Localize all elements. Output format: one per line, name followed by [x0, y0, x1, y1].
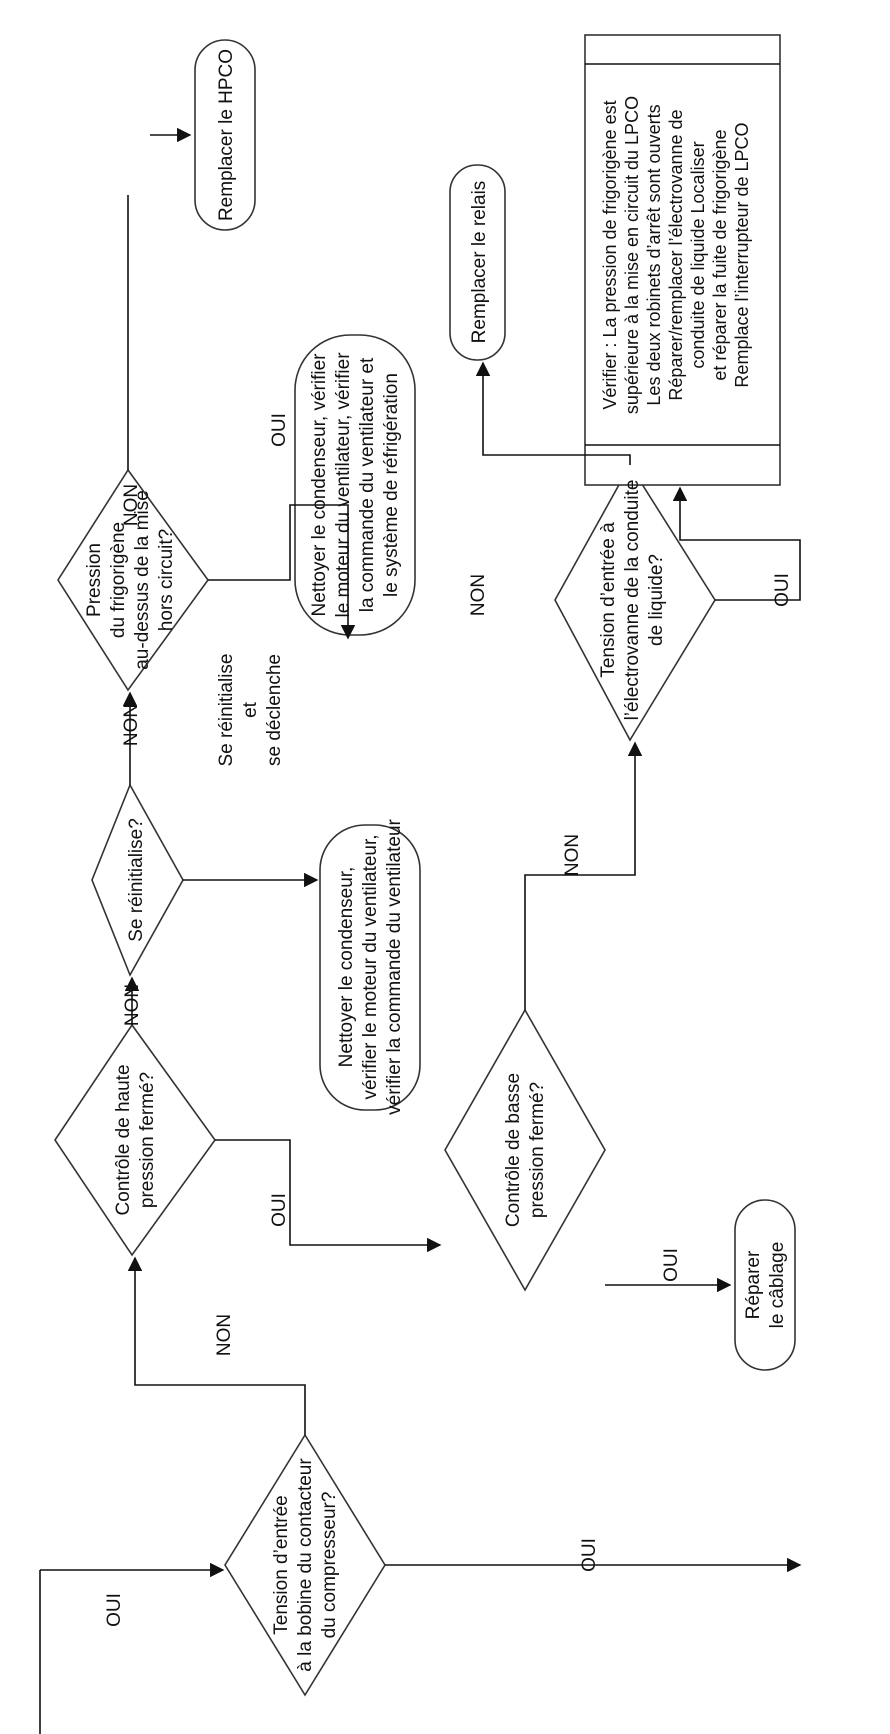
svg-text:et: et — [240, 701, 261, 718]
label-contactor-yes: OUI — [579, 1538, 600, 1572]
action-check-lpco — [584, 34, 781, 486]
svg-text:Se réinitialise: Se réinitialise — [216, 654, 237, 767]
svg-text:du frigorigène: du frigorigène — [108, 522, 129, 638]
decision-contactor-voltage — [224, 1433, 386, 1697]
solenoid-yes-to-lpco — [672, 486, 801, 601]
label-low-no: NON — [562, 834, 583, 876]
svg-text:à la bobine du contacteur: à la bobine du contacteur — [295, 1458, 316, 1672]
decision-refrigerant-pressure — [57, 468, 209, 692]
svg-text:vérifier la commande du ventil: vérifier la commande du ventilateur — [384, 818, 405, 1114]
svg-text:Tension d’entrée: Tension d’entrée — [271, 1495, 292, 1634]
svg-text:vérifier le moteur du ventilat: vérifier le moteur du ventilateur, — [360, 834, 381, 1099]
svg-text:du compresseur?: du compresseur? — [319, 1492, 340, 1639]
action-replace-hpco — [194, 39, 256, 231]
solenoid-no-to-relay — [475, 361, 631, 465]
svg-text:Les deux robinets d’arrêt sont: Les deux robinets d’arrêt sont ouverts — [644, 104, 664, 405]
svg-text:Se réinitialise?: Se réinitialise? — [126, 818, 147, 942]
text-solenoid: Tension d’entrée à l’électrovanne de la … — [598, 480, 667, 721]
label-high-yes: OUI — [269, 1193, 290, 1227]
svg-text:Contrôle de haute: Contrôle de haute — [113, 1064, 134, 1215]
text-low-pressure: Contrôle de basse pression fermé? — [503, 1073, 548, 1227]
svg-text:Tension d’entrée à: Tension d’entrée à — [598, 522, 619, 678]
text-refrigerant: Pression du frigorigène au-dessus de la … — [84, 490, 177, 670]
svg-text:le câblage: le câblage — [767, 1242, 788, 1329]
svg-text:Nettoyer le condenseur, vérifi: Nettoyer le condenseur, vérifier — [309, 353, 330, 617]
text-check-lpco: Vérifier : La pression de frigorigène es… — [600, 96, 752, 414]
label-solenoid-no: NON — [468, 574, 489, 616]
action-clean-fan — [319, 824, 421, 1111]
refrigerant-yes-to-clean-full — [208, 504, 356, 640]
text-clean-fan: Nettoyer le condenseur, vérifier le mote… — [336, 818, 405, 1114]
svg-text:Contrôle de basse: Contrôle de basse — [503, 1073, 524, 1227]
label-solenoid-yes: OUI — [772, 573, 793, 607]
label-contactor-no: NON — [214, 1314, 235, 1356]
text-clean-full: Nettoyer le condenseur, vérifier le mote… — [309, 352, 402, 618]
svg-text:au-dessus de la mise: au-dessus de la mise — [132, 490, 153, 670]
svg-text:l’électrovanne de la conduite: l’électrovanne de la conduite — [622, 480, 643, 721]
svg-text:Pression: Pression — [84, 543, 105, 617]
text-replace-relay: Remplacer le relais — [469, 181, 490, 344]
action-replace-relay — [449, 164, 506, 361]
svg-text:se déclenche: se déclenche — [264, 654, 285, 766]
text-reset-trip-label: Se réinitialise et se déclenche — [216, 654, 285, 767]
svg-text:Vérifier : La pression de frig: Vérifier : La pression de frigorigène es… — [600, 100, 620, 409]
svg-text:Remplacer le HPCO: Remplacer le HPCO — [216, 49, 237, 221]
decision-high-pressure — [54, 1023, 216, 1257]
label-refrigerant-no: NON — [121, 484, 142, 526]
text-replace-hpco: Remplacer le HPCO — [216, 49, 237, 221]
decision-reset — [91, 783, 184, 977]
svg-text:conduite de liquide Localiser: conduite de liquide Localiser — [688, 141, 708, 368]
label-entry-yes: OUI — [104, 1593, 125, 1627]
svg-text:supérieure à la mise en circui: supérieure à la mise en circuit du LPCO — [622, 96, 642, 414]
svg-text:et réparer la fuite de frigori: et réparer la fuite de frigorigène — [710, 129, 730, 380]
svg-text:Remplacer le relais: Remplacer le relais — [469, 181, 490, 344]
text-repair-wiring: Réparer le câblage — [743, 1242, 788, 1329]
decision-solenoid-voltage — [554, 463, 716, 742]
svg-text:Réparer: Réparer — [743, 1250, 764, 1319]
svg-text:pression fermé?: pression fermé? — [137, 1072, 158, 1208]
low-pressure-no-to-solenoid — [524, 741, 643, 1010]
label-high-no: NON — [122, 984, 143, 1026]
text-contactor: Tension d’entrée à la bobine du contacte… — [271, 1458, 340, 1672]
action-repair-wiring — [734, 1199, 796, 1371]
svg-text:pression fermé?: pression fermé? — [527, 1082, 548, 1218]
svg-text:Remplace l’interrupteur de LPC: Remplace l’interrupteur de LPCO — [732, 122, 752, 387]
svg-text:le moteur du ventilateur, véri: le moteur du ventilateur, vérifier — [333, 352, 354, 618]
svg-text:Réparer/remplacer l’électrovan: Réparer/remplacer l’électrovanne de — [666, 109, 686, 400]
text-high-pressure: Contrôle de haute pression fermé? — [113, 1064, 158, 1215]
contactor-no-to-high-pressure — [127, 1256, 306, 1435]
label-low-yes: OUI — [661, 1248, 682, 1282]
label-refrigerant-yes: OUI — [269, 413, 290, 447]
text-reset: Se réinitialise? — [126, 818, 147, 942]
svg-text:hors circuit?: hors circuit? — [156, 529, 177, 631]
svg-text:la commande du ventilateur et: la commande du ventilateur et — [357, 357, 378, 612]
svg-text:le système de réfrigération: le système de réfrigération — [381, 373, 402, 597]
decision-low-pressure — [444, 1008, 606, 1292]
high-pressure-yes-to-low-pressure — [215, 1139, 442, 1253]
svg-text:de liquide?: de liquide? — [646, 554, 667, 646]
label-reset-no: NON — [121, 704, 142, 746]
svg-text:Nettoyer le condenseur,: Nettoyer le condenseur, — [336, 867, 357, 1068]
